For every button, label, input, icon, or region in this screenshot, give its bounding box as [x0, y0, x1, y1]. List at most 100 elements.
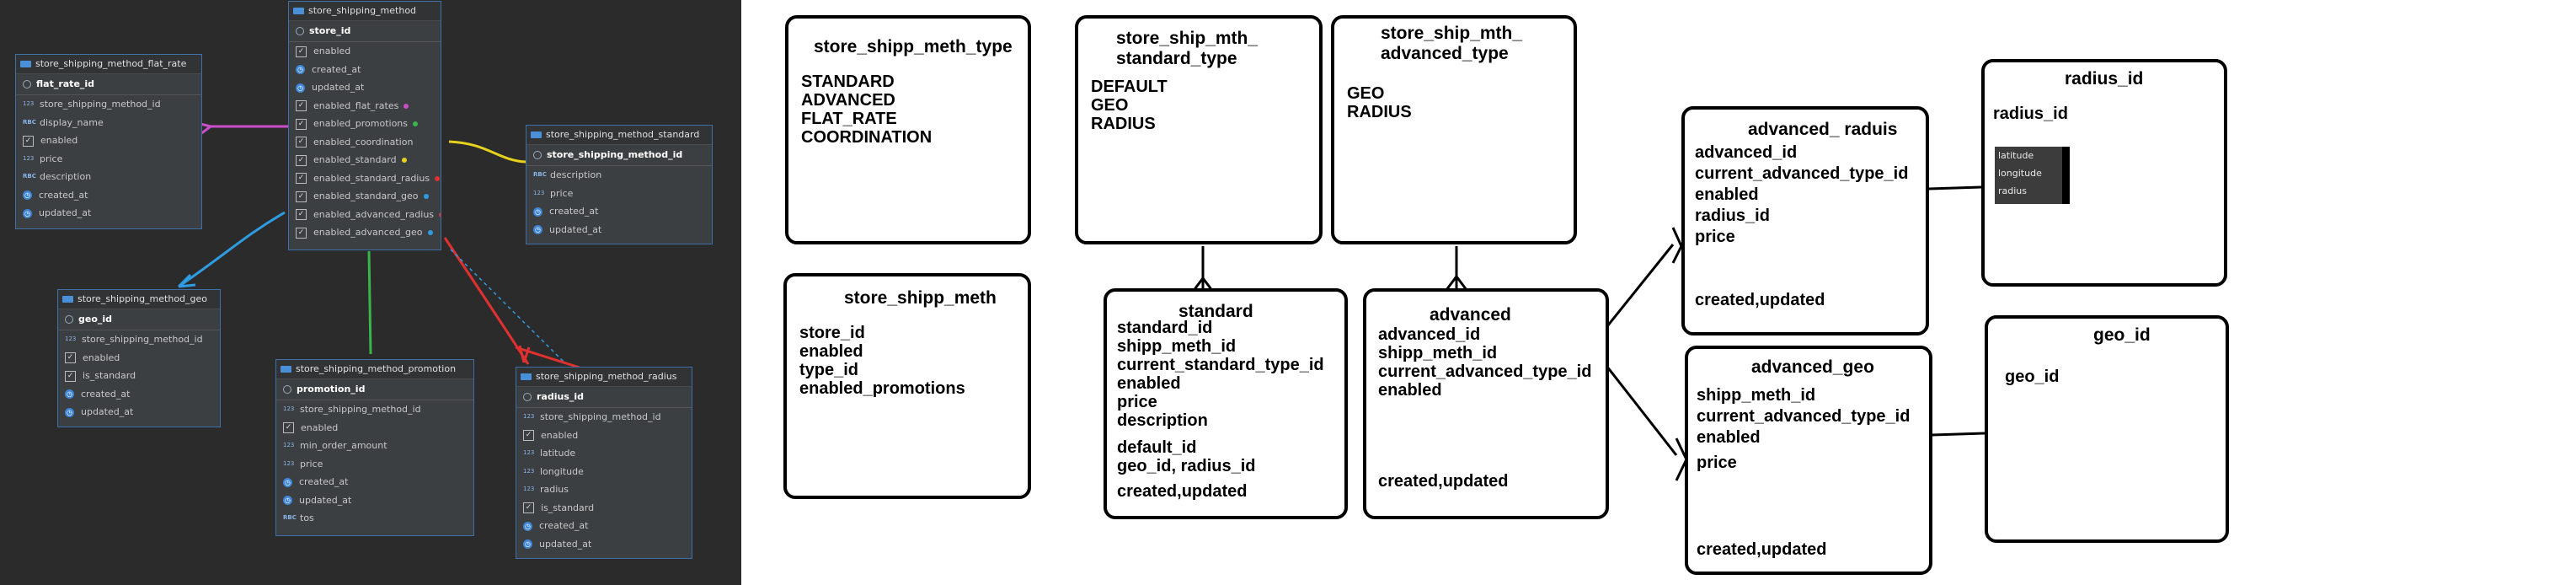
pasted-field: radius — [1998, 185, 2028, 196]
sketch-box-field: type_id — [799, 361, 859, 379]
column-name: enabled_promotions — [313, 118, 409, 129]
sketch-box-field: store_id — [799, 324, 865, 342]
clock-icon: ◷ — [65, 407, 74, 417]
sketch-box-field: enabled — [1697, 428, 1761, 447]
sketch-box-field: enabled_promotions — [799, 379, 965, 398]
pasted-field: latitude — [1998, 150, 2034, 161]
table-header: store_shipping_method — [289, 2, 441, 21]
column-row[interactable]: ◷updated_at — [289, 78, 441, 97]
column-row[interactable]: ◷created_at — [276, 473, 473, 491]
relation-marker-icon — [427, 230, 433, 235]
column-row[interactable]: ◷updated_at — [276, 491, 473, 510]
primary-key-row[interactable]: geo_id — [58, 309, 220, 330]
column-name: created_at — [312, 63, 361, 75]
table-header: store_shipping_method_promotion — [276, 360, 473, 379]
column-row[interactable]: ◷created_at — [516, 517, 692, 535]
column-name: is_standard — [83, 370, 136, 381]
column-name: radius — [540, 484, 569, 495]
primary-key-row[interactable]: flat_rate_id — [16, 74, 201, 95]
number-type-icon: 123 — [283, 405, 295, 413]
table-header: store_shipping_method_radius — [516, 368, 692, 387]
sketch-box-field: radius_id — [1695, 207, 1770, 225]
number-type-icon: 123 — [23, 154, 35, 162]
column-row[interactable]: ◷created_at — [526, 202, 712, 221]
column-row[interactable]: ✓enabled — [16, 131, 201, 150]
column-row[interactable]: ✓enabled_advanced_radius — [289, 206, 441, 224]
column-row[interactable]: ✓enabled_promotions — [289, 115, 441, 133]
primary-key-row[interactable]: promotion_id — [276, 379, 473, 400]
column-row[interactable]: ◷updated_at — [516, 535, 692, 554]
primary-key-row[interactable]: radius_id — [516, 387, 692, 408]
link-radius-side — [515, 346, 580, 369]
primary-key-label: flat_rate_id — [36, 78, 95, 89]
clock-icon: ◷ — [533, 225, 542, 234]
sketch-box-field: created,updated — [1117, 482, 1248, 501]
sketch-box-field: advanced_id — [1695, 143, 1798, 162]
column-row[interactable]: ✓enabled_coordination — [289, 133, 441, 152]
column-row[interactable]: 123 price — [16, 150, 201, 169]
column-row[interactable]: ◷created_at — [58, 385, 220, 404]
column-name: description — [40, 171, 92, 182]
sketch-box-field: geo_id, radius_id — [1117, 457, 1256, 475]
sketch-box-title: advanced — [1430, 305, 1511, 325]
sketch-box-field: created,updated — [1697, 540, 1827, 559]
sketch-box-title: store_shipp_meth_type — [814, 37, 1013, 56]
sketch-box-field: advanced_id — [1378, 325, 1481, 344]
relation-lines — [177, 121, 580, 369]
column-row[interactable]: ✓ is_standard — [58, 367, 220, 385]
column-name: enabled — [83, 352, 120, 363]
number-type-icon: 123 — [283, 459, 295, 467]
column-row[interactable]: ✓enabled — [58, 349, 220, 368]
sketch-box-field: default_id — [1117, 438, 1197, 457]
sketch-box-title: advanced_ raduis — [1748, 120, 1898, 139]
primary-key-row[interactable]: store_shipping_method_id — [526, 145, 712, 166]
column-row[interactable]: ✓enabled_standard — [289, 151, 441, 169]
column-row[interactable]: ✓is_standard — [516, 499, 692, 518]
primary-key-row[interactable]: store_id — [289, 21, 441, 42]
column-row[interactable]: ◷created_at — [289, 61, 441, 79]
column-row[interactable]: ◷updated_at — [58, 403, 220, 421]
column-row[interactable]: ✓enabled_standard_radius — [289, 169, 441, 188]
number-type-icon: 123 — [65, 335, 77, 343]
sketch-box-field: created,updated — [1378, 472, 1509, 491]
sketch-box-title: geo_id — [2093, 325, 2151, 345]
sketch-box-field: ADVANCED — [801, 91, 895, 110]
column-row[interactable]: ✓enabled_standard_geo — [289, 187, 441, 206]
column-name: price — [40, 153, 63, 164]
column-row[interactable]: ✓enabled_flat_rates — [289, 97, 441, 115]
column-row[interactable]: ✓enabled_advanced_geo — [289, 223, 441, 242]
column-name: updated_at — [549, 223, 602, 235]
column-row[interactable]: ✓enabled — [276, 419, 473, 437]
column-row[interactable]: ✓enabled — [516, 427, 692, 445]
column-row[interactable]: ◷created_at — [16, 186, 201, 205]
column-row[interactable]: ✓enabled — [289, 42, 441, 61]
sketch-box-field: COORDINATION — [801, 128, 933, 147]
text-type-icon: RBC — [283, 514, 297, 522]
column-row[interactable]: ◷updated_at — [16, 204, 201, 223]
checkbox-icon: ✓ — [65, 370, 76, 382]
column-row[interactable]: ◷ updated_at — [526, 221, 712, 239]
sketch-box-field: radius_id — [1993, 105, 2068, 123]
